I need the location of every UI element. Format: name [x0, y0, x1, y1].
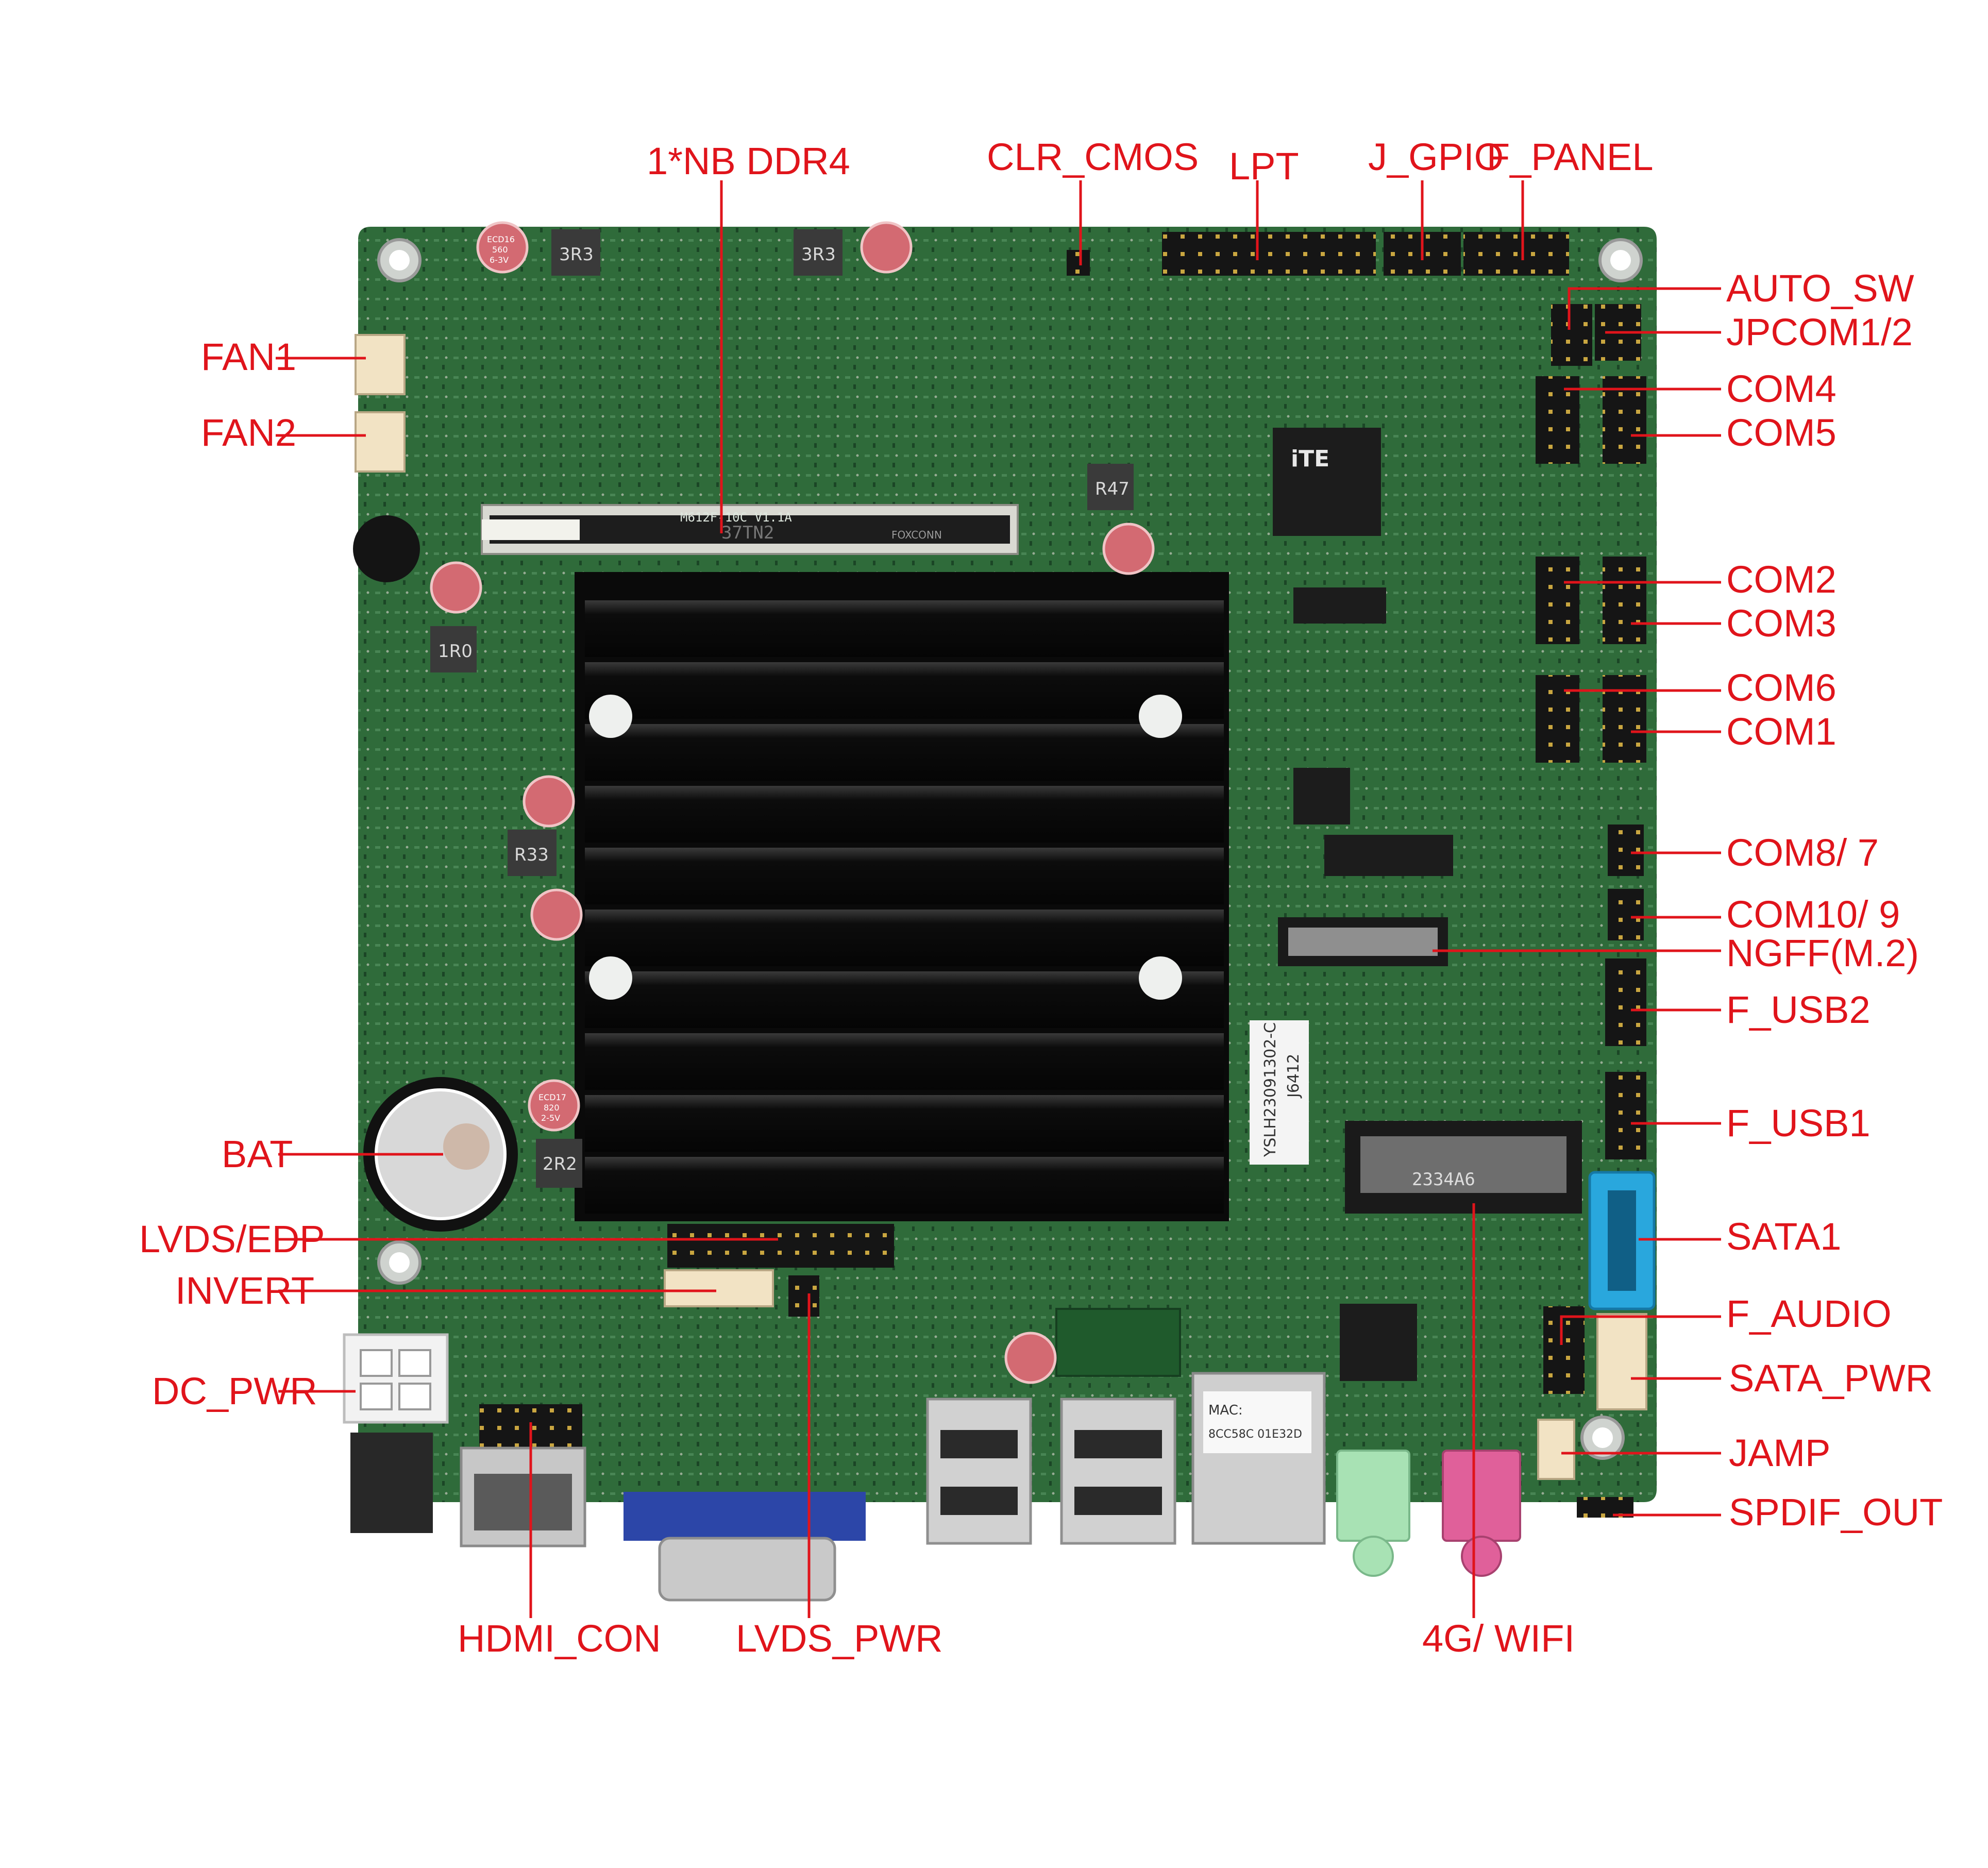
- serial-text: YSLH23091302-C: [1261, 1022, 1279, 1157]
- label-com8-7: COM8/ 7: [1726, 831, 1879, 874]
- sata-connector: [1588, 1171, 1656, 1310]
- label-f-audio: F_AUDIO: [1726, 1292, 1892, 1335]
- inductor-1r0-text: 1R0: [438, 641, 473, 662]
- ite-logo-text: iTE: [1291, 446, 1329, 472]
- cpu-model-text: J6412: [1285, 1054, 1303, 1099]
- secondary-chip: [1293, 768, 1350, 824]
- cap-6v3-text: 6-3V: [490, 255, 509, 265]
- fan-connectors: [355, 334, 406, 473]
- label-com2: COM2: [1726, 558, 1837, 601]
- super-io-chip: iTE: [1273, 428, 1381, 536]
- cpu-heatsink: [575, 572, 1229, 1221]
- label-fan2: FAN2: [201, 411, 296, 454]
- wifi-slot-chip-text: 2334A6: [1412, 1169, 1475, 1190]
- label-fan1: FAN1: [201, 335, 296, 378]
- label-lpt: LPT: [1229, 145, 1299, 188]
- mac-label-text: MAC:: [1208, 1403, 1243, 1418]
- label-bat: BAT: [222, 1133, 293, 1175]
- inductor-r33-text: R33: [514, 845, 549, 865]
- label-com1: COM1: [1726, 710, 1837, 753]
- m2-slots: 2334A6: [1278, 917, 1582, 1214]
- label-hdmi-con: HDMI_CON: [458, 1617, 661, 1660]
- label-dc-pwr: DC_PWR: [152, 1370, 317, 1412]
- inductor-r47-text: R47: [1095, 479, 1130, 499]
- ic-chip-b: [1293, 587, 1386, 624]
- mounting-holes: [377, 238, 1643, 1460]
- audio-codec-chip: [1340, 1304, 1417, 1381]
- label-f-usb1: F_USB1: [1726, 1102, 1871, 1145]
- dimm-code-text: 37TN2: [721, 523, 774, 543]
- label-jamp: JAMP: [1729, 1432, 1830, 1474]
- serial-sticker: YSLH23091302-C J6412: [1250, 1020, 1309, 1165]
- lan-port: MAC: 8CC58C 01E32D: [1191, 1372, 1326, 1545]
- inductor-3r3b-text: 3R3: [801, 244, 836, 265]
- board-model-text: M612F-10C V1.1A: [680, 510, 792, 525]
- label-f-usb2: F_USB2: [1726, 988, 1871, 1031]
- buzzer: [353, 515, 420, 582]
- label-sata-pwr: SATA_PWR: [1729, 1357, 1933, 1400]
- label-auto-sw: AUTO_SW: [1726, 267, 1914, 310]
- label-4g-wifi: 4G/ WIFI: [1422, 1617, 1575, 1660]
- inductors: 3R3 3R3 R47 1R0 R33 2R2: [430, 229, 1134, 1188]
- label-clr-cmos: CLR_CMOS: [987, 136, 1199, 178]
- callout-labels: 1*NB DDR4 CLR_CMOS LPT J_GPIO F_PANEL AU…: [139, 136, 1943, 1660]
- audio-jacks: [1336, 1450, 1521, 1577]
- jamp-connector: [1537, 1419, 1575, 1480]
- cap-ecd17-text: ECD17: [538, 1092, 566, 1102]
- label-com3: COM3: [1726, 602, 1837, 645]
- label-f-panel: F_PANEL: [1487, 136, 1654, 178]
- cap-560-text: 560: [492, 245, 508, 255]
- inductor-2r2-text: 2R2: [543, 1154, 577, 1174]
- label-ddr4: 1*NB DDR4: [647, 140, 850, 182]
- label-com10-9: COM10/ 9: [1726, 893, 1900, 936]
- cap-ecd16-text: ECD16: [487, 234, 515, 244]
- dimm-brand-text: FOXCONN: [891, 529, 942, 541]
- dc-jack: [350, 1433, 433, 1533]
- cap-25v-text: 2-5V: [541, 1113, 560, 1123]
- mac-value-text: 8CC58C 01E32D: [1208, 1428, 1302, 1441]
- pin-headers: [479, 232, 1646, 1518]
- hdmi-port: [460, 1446, 586, 1547]
- vga-port: [624, 1492, 866, 1602]
- ic-chip-a: [1324, 835, 1453, 876]
- label-com4: COM4: [1726, 367, 1837, 410]
- leader-lines: [276, 180, 1721, 1618]
- label-spdif-out: SPDIF_OUT: [1729, 1491, 1943, 1534]
- label-sata1: SATA1: [1726, 1215, 1841, 1258]
- sata-power-connector: [1596, 1313, 1647, 1410]
- lan-area: [1055, 1308, 1181, 1377]
- cap-820-text: 820: [544, 1103, 560, 1113]
- capacitors: ECD16 560 6-3V ECD17 820 2-5V: [430, 221, 1155, 1384]
- ddr4-slot: 37TN2 FOXCONN M612F-10C V1.1A: [481, 504, 1019, 555]
- label-lvds-pwr: LVDS_PWR: [736, 1617, 943, 1660]
- label-invert: INVERT: [175, 1269, 314, 1312]
- label-jpcom: JPCOM1/2: [1726, 311, 1913, 354]
- label-com6: COM6: [1726, 666, 1837, 709]
- label-ngff: NGFF(M.2): [1726, 932, 1919, 974]
- dc-power-connector: [343, 1333, 449, 1424]
- usb-ports: [926, 1398, 1176, 1545]
- invert-connector: [664, 1269, 774, 1307]
- inductor-3r3a-text: 3R3: [559, 244, 594, 265]
- label-com5: COM5: [1726, 411, 1837, 454]
- label-lvds-edp: LVDS/EDP: [139, 1218, 325, 1260]
- label-j-gpio: J_GPIO: [1368, 136, 1504, 178]
